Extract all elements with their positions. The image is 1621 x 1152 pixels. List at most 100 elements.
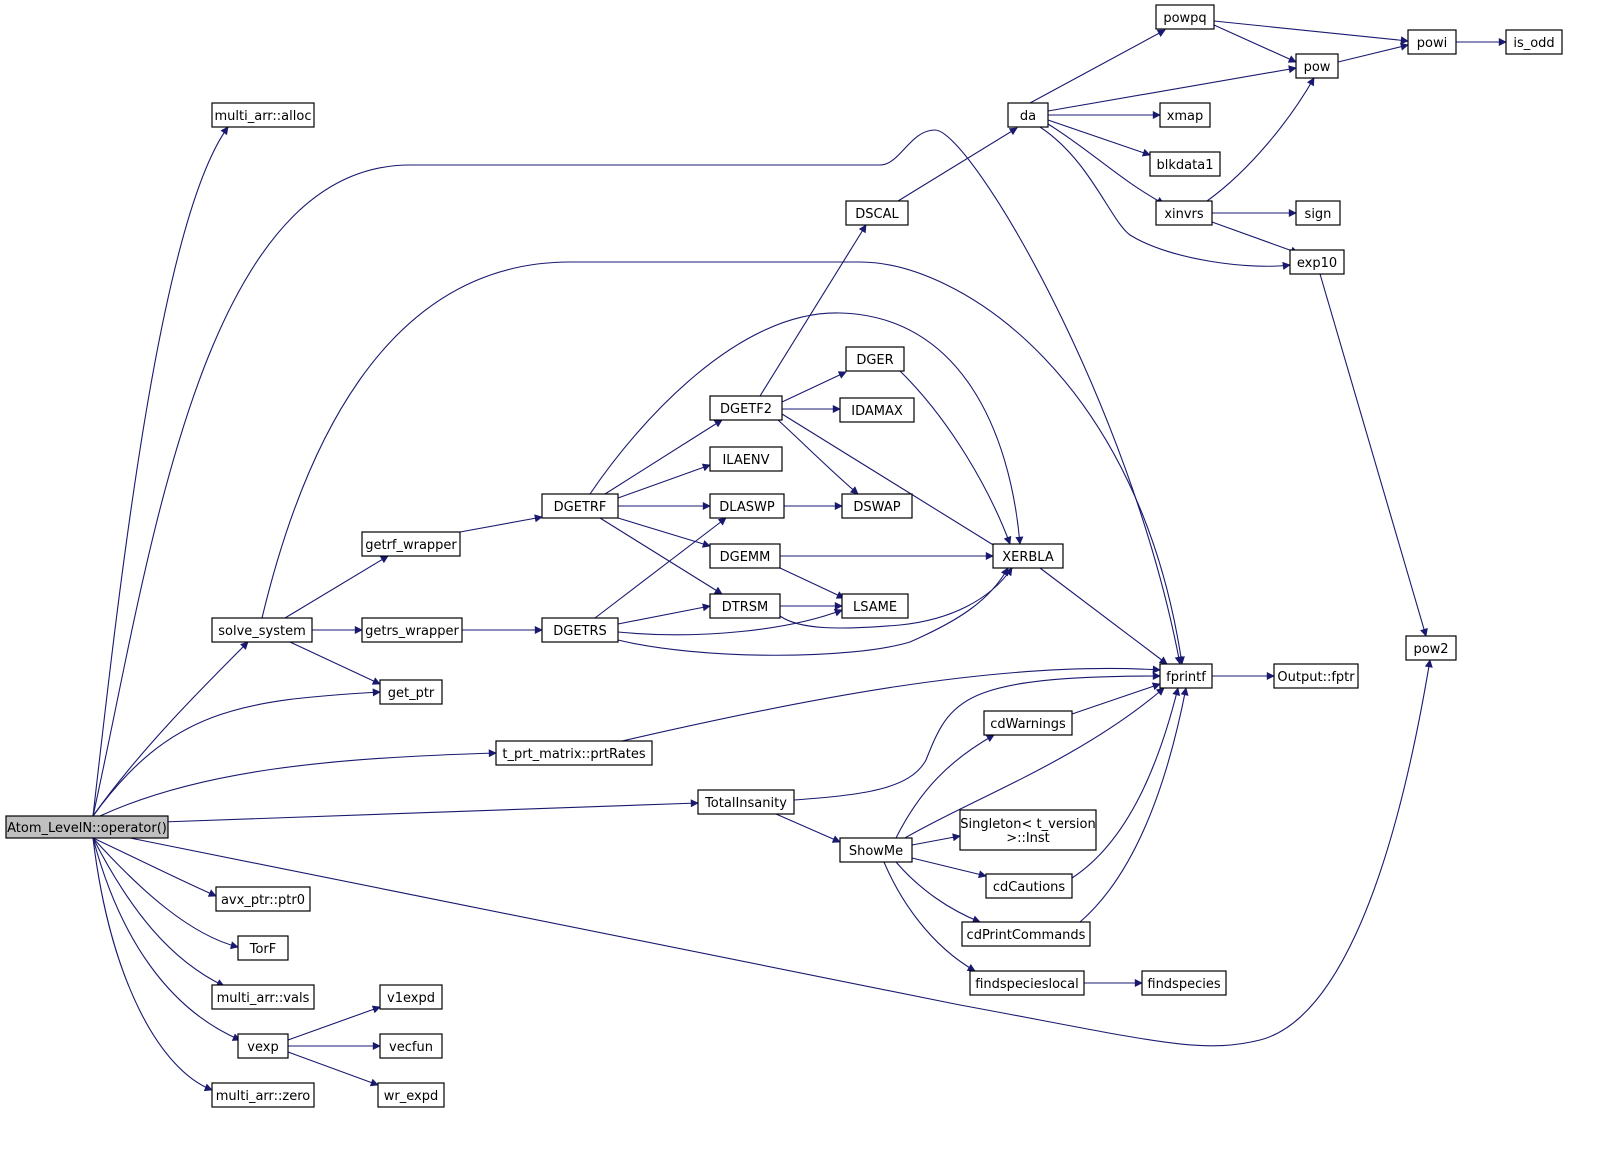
- node-label: powi: [1417, 36, 1447, 51]
- node-box: [361, 617, 463, 643]
- node-dgetrs[interactable]: DGETRS: [541, 617, 619, 643]
- node-exp10[interactable]: exp10: [1289, 249, 1345, 275]
- node-box: [379, 1033, 443, 1059]
- node-torf[interactable]: TorF: [237, 935, 289, 961]
- edge-dgetrs-to-xerbla: [617, 567, 1009, 656]
- node-isodd[interactable]: is_odd: [1505, 29, 1563, 55]
- node-fptr[interactable]: Output::fptr: [1273, 663, 1359, 689]
- node-label: da: [1020, 109, 1036, 124]
- node-vals[interactable]: multi_arr::vals: [211, 984, 315, 1010]
- node-pow2[interactable]: pow2: [1405, 635, 1457, 661]
- node-vexp[interactable]: vexp: [237, 1033, 289, 1059]
- edge-root-to-torf: [92, 837, 239, 950]
- node-label: xmap: [1167, 109, 1204, 124]
- node-box: [983, 710, 1073, 736]
- edge-da-to-pow: [1047, 65, 1297, 112]
- node-alloc[interactable]: multi_arr::alloc: [211, 102, 315, 128]
- node-box: [1289, 249, 1345, 275]
- node-getrsw[interactable]: getrs_wrapper: [361, 617, 463, 643]
- node-box: [211, 102, 315, 128]
- edge-prtRates-to-fprintf: [621, 665, 1161, 742]
- node-vecfun[interactable]: vecfun: [379, 1033, 443, 1059]
- node-singleton[interactable]: Singleton< t_version>::Inst: [959, 809, 1097, 851]
- node-idamax[interactable]: IDAMAX: [839, 397, 915, 423]
- node-dscal[interactable]: DSCAL: [845, 200, 909, 226]
- node-blkdata1[interactable]: blkdata1: [1149, 151, 1221, 177]
- node-zero[interactable]: multi_arr::zero: [211, 1082, 315, 1108]
- edge-da-to-powpq: [1029, 29, 1166, 104]
- node-getrfw[interactable]: getrf_wrapper: [361, 531, 461, 557]
- node-dswap[interactable]: DSWAP: [841, 493, 913, 519]
- node-dtrsm[interactable]: DTRSM: [709, 593, 781, 619]
- edge-dscal-to-da: [897, 127, 1018, 202]
- node-v1expd[interactable]: v1expd: [379, 984, 443, 1010]
- node-cdprint[interactable]: cdPrintCommands: [961, 921, 1091, 947]
- node-pow[interactable]: pow: [1295, 53, 1339, 79]
- node-label: DSWAP: [853, 500, 900, 515]
- node-ptr0[interactable]: avx_ptr::ptr0: [215, 886, 311, 912]
- node-da[interactable]: da: [1007, 102, 1049, 128]
- node-dgemm[interactable]: DGEMM: [709, 543, 781, 569]
- node-label: pow2: [1413, 642, 1448, 657]
- node-box: [969, 970, 1085, 996]
- node-label: multi_arr::zero: [216, 1089, 311, 1104]
- node-lsame[interactable]: LSAME: [841, 593, 909, 619]
- edge-pow-to-powi: [1337, 42, 1409, 63]
- node-xinvrs[interactable]: xinvrs: [1155, 200, 1213, 226]
- node-cdwarn[interactable]: cdWarnings: [983, 710, 1073, 736]
- node-getptr[interactable]: get_ptr: [379, 679, 443, 705]
- node-prtRates[interactable]: t_prt_matrix::prtRates: [495, 740, 653, 766]
- node-box: [541, 617, 619, 643]
- node-label: >::Inst: [1006, 831, 1050, 846]
- node-label: wr_expd: [384, 1089, 438, 1104]
- node-box: [215, 886, 311, 912]
- edge-root-to-getptr: [92, 688, 381, 817]
- node-label: TorF: [249, 942, 277, 957]
- node-label: DSCAL: [855, 207, 899, 222]
- node-label: DTRSM: [722, 600, 768, 615]
- node-dgetf2[interactable]: DGETF2: [709, 395, 783, 421]
- node-label: is_odd: [1513, 36, 1554, 51]
- node-xerbla[interactable]: XERBLA: [992, 543, 1064, 569]
- edge-da-to-xinvrs: [1047, 123, 1165, 205]
- node-label: pow: [1304, 60, 1331, 75]
- node-root[interactable]: Atom_LevelN::operator(): [5, 815, 169, 839]
- node-total[interactable]: TotalInsanity: [697, 789, 795, 815]
- edge-showme-to-findlocal: [883, 861, 976, 972]
- node-dgetrf[interactable]: DGETRF: [541, 493, 619, 519]
- node-box: [1149, 151, 1221, 177]
- node-box: [709, 395, 783, 421]
- node-showme[interactable]: ShowMe: [839, 837, 913, 863]
- node-label: ShowMe: [849, 844, 903, 859]
- node-dlaswp[interactable]: DLASWP: [709, 493, 785, 519]
- node-box: [959, 809, 1097, 851]
- node-label: sign: [1305, 207, 1332, 222]
- node-box: [237, 1033, 289, 1059]
- node-ilaenv[interactable]: ILAENV: [709, 446, 783, 472]
- edge-root-to-pow2: [129, 659, 1433, 1047]
- node-label: DLASWP: [719, 500, 775, 515]
- node-powpq[interactable]: powpq: [1155, 4, 1215, 30]
- node-sign[interactable]: sign: [1295, 200, 1341, 226]
- node-box: [1007, 102, 1049, 128]
- edge-solve-to-getrfw: [284, 555, 389, 619]
- node-solve[interactable]: solve_system: [211, 617, 313, 643]
- node-box: [379, 679, 443, 705]
- node-label: v1expd: [387, 991, 435, 1006]
- node-findlocal[interactable]: findspecieslocal: [969, 970, 1085, 996]
- node-box: [1505, 29, 1563, 55]
- edge-root-to-ptr0: [92, 837, 217, 897]
- edge-xinvrs-to-pow: [1206, 77, 1315, 202]
- node-dger[interactable]: DGER: [845, 346, 905, 372]
- edge-vexp-to-wrexpd: [287, 1051, 379, 1087]
- node-powi[interactable]: powi: [1407, 29, 1457, 55]
- node-label: multi_arr::vals: [217, 991, 310, 1006]
- node-findspecies[interactable]: findspecies: [1141, 970, 1227, 996]
- node-box: [495, 740, 653, 766]
- node-box: [845, 200, 909, 226]
- node-box: [1159, 102, 1211, 128]
- node-cdcaut[interactable]: cdCautions: [985, 873, 1073, 899]
- node-fprintf[interactable]: fprintf: [1159, 663, 1213, 689]
- node-wrexpd[interactable]: wr_expd: [377, 1082, 445, 1108]
- node-xmap[interactable]: xmap: [1159, 102, 1211, 128]
